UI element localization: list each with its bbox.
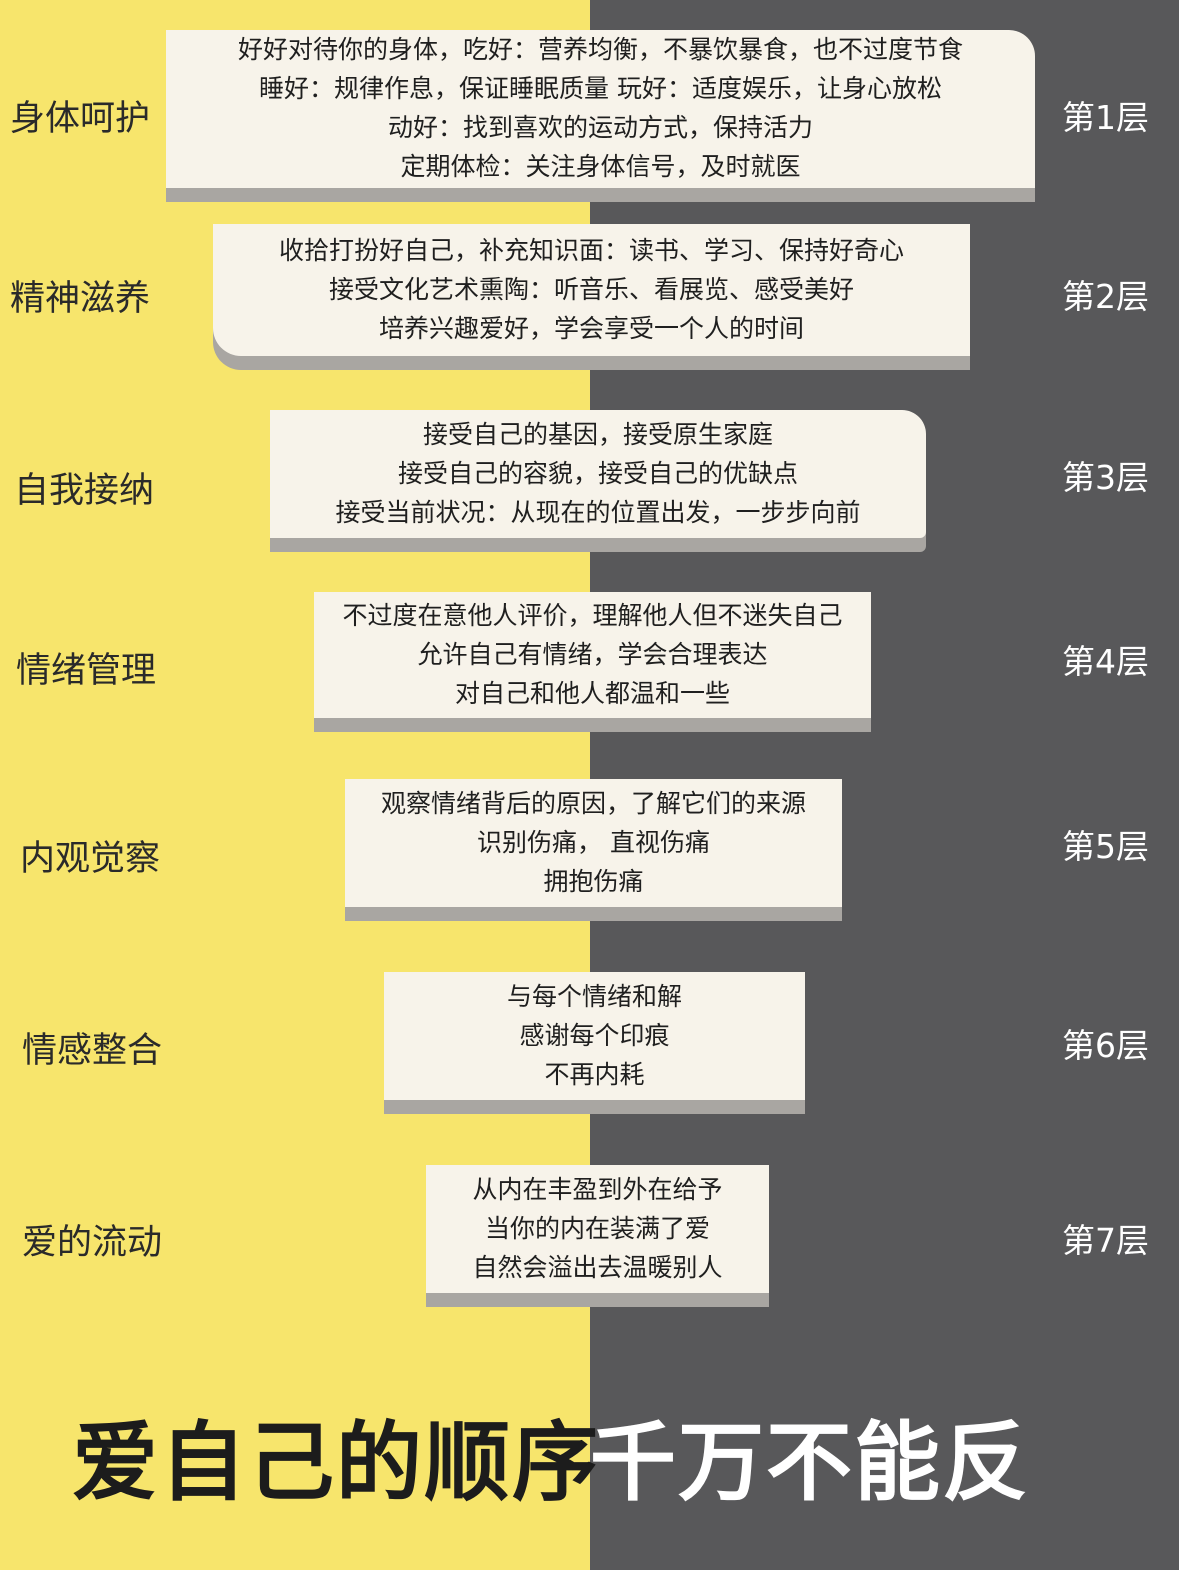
layer-1-card: 好好对待你的身体，吃好：营养均衡，不暴饮暴食，也不过度节食 睡好：规律作息，保证… [166, 30, 1035, 188]
layer-5-line-2: 识别伤痛， 直视伤痛 [477, 827, 710, 857]
layer-6-level: 第6层 [1062, 1026, 1149, 1065]
layer-1-line-1: 好好对待你的身体，吃好：营养均衡，不暴饮暴食，也不过度节食 [237, 35, 963, 64]
layer-6-title: 情感整合 [22, 1031, 163, 1071]
layer-3-title: 自我接纳 [14, 471, 155, 511]
layer-7-line-3: 自然会溢出去温暖别人 [472, 1252, 723, 1282]
layer-4-card: 不过度在意他人评价，理解他人但不迷失自己 允许自己有情绪，学会合理表达 对自己和… [314, 592, 871, 718]
layer-5-card: 观察情绪背后的原因，了解它们的来源 识别伤痛， 直视伤痛 拥抱伤痛 [345, 779, 842, 907]
slogan: 爱自己的顺序 千万不能反 [0, 1392, 1179, 1513]
layer-2-line-1: 收拾打扮好自己，补充知识面：读书、学习、保持好奇心 [278, 235, 904, 265]
layer-4-line-1: 不过度在意他人评价，理解他人但不迷失自己 [342, 600, 843, 630]
layer-3-card: 接受自己的基因，接受原生家庭 接受自己的容貌，接受自己的优缺点 接受当前状况：从… [270, 410, 926, 538]
layer-3-line-3: 接受当前状况：从现在的位置出发，一步步向前 [335, 497, 861, 527]
layer-2-level: 第2层 [1062, 277, 1149, 316]
layer-1-level: 第1层 [1062, 98, 1149, 137]
layer-4-line-2: 允许自己有情绪，学会合理表达 [417, 639, 768, 669]
layer-3-line-2: 接受自己的容貌，接受自己的优缺点 [397, 458, 798, 488]
layer-1-line-4: 定期体检：关注身体信号，及时就医 [400, 152, 801, 181]
layer-1-line-2: 睡好：规律作息，保证睡眠质量 玩好：适度娱乐，让身心放松 [259, 74, 942, 103]
slogan-part-2: 千万不能反 [590, 1413, 1030, 1513]
layer-5-line-1: 观察情绪背后的原因，了解它们的来源 [380, 788, 806, 818]
layer-1-title: 身体呵护 [10, 99, 151, 139]
layer-3-level: 第3层 [1062, 458, 1149, 497]
layer-6-line-1: 与每个情绪和解 [506, 981, 682, 1011]
layer-7-level: 第7层 [1062, 1221, 1149, 1260]
layer-6-card: 与每个情绪和解 感谢每个印痕 不再内耗 [384, 972, 805, 1100]
layer-1-line-3: 动好：找到喜欢的运动方式，保持活力 [387, 113, 813, 142]
layer-7-line-2: 当你的内在装满了爱 [484, 1213, 710, 1243]
layer-4-line-3: 对自己和他人都温和一些 [454, 678, 730, 708]
layer-4-title: 情绪管理 [16, 651, 157, 691]
layer-2-title: 精神滋养 [10, 279, 151, 319]
layer-6-line-2: 感谢每个印痕 [519, 1020, 670, 1050]
layer-7-line-1: 从内在丰盈到外在给予 [472, 1174, 723, 1204]
layer-7-card: 从内在丰盈到外在给予 当你的内在装满了爱 自然会溢出去温暖别人 [426, 1165, 769, 1293]
layer-5-line-3: 拥抱伤痛 [543, 866, 644, 896]
layer-2-line-3: 培养兴趣爱好，学会享受一个人的时间 [378, 313, 804, 343]
slogan-part-1: 爱自己的顺序 [72, 1413, 600, 1513]
layer-5-title: 内观觉察 [20, 839, 161, 879]
layer-6-line-3: 不再内耗 [544, 1059, 645, 1089]
layer-7-title: 爱的流动 [22, 1223, 163, 1263]
layer-3-line-1: 接受自己的基因，接受原生家庭 [422, 419, 773, 449]
layer-5-level: 第5层 [1062, 827, 1149, 866]
layer-4-level: 第4层 [1062, 642, 1149, 681]
layer-2-line-2: 接受文化艺术熏陶：听音乐、看展览、感受美好 [328, 274, 854, 304]
layer-2-card: 收拾打扮好自己，补充知识面：读书、学习、保持好奇心 接受文化艺术熏陶：听音乐、看… [213, 224, 970, 356]
